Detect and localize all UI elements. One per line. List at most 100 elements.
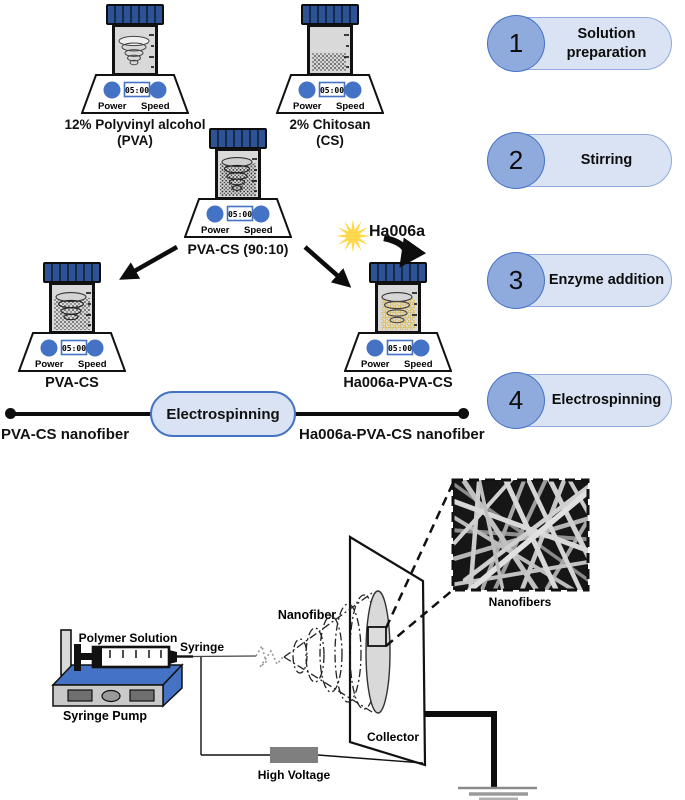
electrospinning-pill: Electrospinning <box>150 391 296 437</box>
power-label: Power <box>98 101 127 112</box>
station-label: 2% Chitosan (CS) <box>289 117 371 148</box>
sem-micrograph <box>453 480 588 590</box>
whipping-jet <box>255 643 284 668</box>
powder-graphic <box>312 34 349 71</box>
speed-label: Speed <box>78 359 107 370</box>
vial-body <box>49 282 95 334</box>
high-voltage-label: High Voltage <box>258 768 331 782</box>
sem-inset-border <box>451 478 590 592</box>
wire-to-collector <box>317 754 424 764</box>
vortex-graphic <box>118 34 154 68</box>
station-mix: 05:00 Power Speed PVA-CS (90:10) <box>143 128 333 258</box>
power-label: Power <box>293 101 322 112</box>
step-number-badge: 2 <box>487 132 545 189</box>
station-pvacs: 05:00 Power Speed PVA-CS <box>0 262 167 392</box>
power-label: Power <box>201 225 230 236</box>
vial-cap <box>301 4 359 25</box>
step-label: Enzyme addition <box>548 272 665 289</box>
step-3-enzyme-addition: Enzyme addition 3 <box>487 252 672 309</box>
station-label: PVA-CS (90:10) <box>187 241 289 257</box>
speed-knob <box>149 81 167 99</box>
nanofiber-label: Nanofiber <box>278 608 336 622</box>
fiber-deposit <box>365 590 391 714</box>
station-pva: 05:00 Power Speed 12% Polyvinyl alcohol … <box>40 4 230 149</box>
pump-button <box>129 689 155 702</box>
timer-display: 05:00 <box>320 86 344 95</box>
power-knob <box>206 205 224 223</box>
speed-knob <box>412 339 430 357</box>
syringe-barrel <box>91 645 171 669</box>
stirrer-hotplate: 05:00 Power Speed <box>276 74 384 114</box>
timer-display: 05:00 <box>62 344 86 353</box>
stirrer-hotplate: 05:00 Power Speed <box>81 74 189 114</box>
timer-display: 05:00 <box>388 344 412 353</box>
step-4-electrospinning: Electrospinning 4 <box>487 372 672 429</box>
power-knob <box>366 339 384 357</box>
syringe-plunger <box>74 644 81 671</box>
step-number-badge: 1 <box>487 15 545 72</box>
sample-window <box>367 626 387 647</box>
station-cs: 05:00 Power Speed 2% Chitosan (CS) <box>235 4 425 149</box>
right-product-label: Ha006a-PVA-CS nanofiber <box>299 426 485 443</box>
vial-cap <box>369 262 427 283</box>
step-label: Solution preparation <box>566 26 647 61</box>
enzyme-addition-arrow <box>383 234 427 268</box>
power-knob <box>40 339 58 357</box>
station-label: PVA-CS <box>45 375 99 391</box>
vial-body <box>215 148 261 200</box>
speed-knob <box>344 81 362 99</box>
vial-icon <box>301 4 359 76</box>
step-2-stirring: Stirring 2 <box>487 132 672 189</box>
speed-label: Speed <box>404 359 433 370</box>
mixture-graphic <box>220 157 257 196</box>
vial-body <box>307 24 353 76</box>
vial-icon <box>43 262 101 334</box>
station-label: 12% Polyvinyl alcohol (PVA) <box>64 117 206 148</box>
syringe-label: Syringe <box>180 640 224 654</box>
vial-icon <box>106 4 164 76</box>
pump-dial <box>101 689 121 703</box>
left-product-label: PVA-CS nanofiber <box>1 426 130 443</box>
high-voltage-box <box>270 747 318 763</box>
enzyme-mixture-graphic <box>381 292 417 330</box>
power-knob <box>298 81 316 99</box>
station-ha006a: 05:00 Power Speed Ha006a-PVA-CS <box>303 262 493 392</box>
timer-display: 05:00 <box>125 86 149 95</box>
speed-label: Speed <box>244 225 273 236</box>
vial-body <box>112 24 158 76</box>
speed-label: Speed <box>141 101 170 112</box>
enzyme-name-label: Ha006a <box>369 223 426 240</box>
step-label: Stirring <box>580 152 633 169</box>
syringe-needle-hub <box>169 650 177 664</box>
electrospinning-setup: High Voltage Syringe Pump Polymer Soluti… <box>51 478 590 800</box>
step-1-solution-preparation: Solution preparation 1 <box>487 15 672 72</box>
step-number-badge: 4 <box>487 372 545 429</box>
jet-line <box>192 655 257 658</box>
syringe-pump-label: Syringe Pump <box>63 709 147 723</box>
vial-cap <box>43 262 101 283</box>
vial-icon <box>209 128 267 200</box>
step-label: Electrospinning <box>551 392 662 409</box>
power-label: Power <box>35 359 64 370</box>
step-number-badge: 3 <box>487 252 545 309</box>
power-knob <box>103 81 121 99</box>
station-label: Ha006a-PVA-CS <box>343 375 453 391</box>
stirrer-hotplate: 05:00 Power Speed <box>344 332 452 372</box>
vial-body <box>375 282 421 334</box>
stirrer-hotplate: 05:00 Power Speed <box>184 198 292 238</box>
speed-knob <box>86 339 104 357</box>
polymer-solution-label: Polymer Solution <box>79 631 178 645</box>
zoom-callout-line <box>384 482 455 629</box>
collector-label: Collector <box>367 730 419 744</box>
enzyme-star-icon <box>336 219 370 253</box>
timer-display: 05:00 <box>228 210 252 219</box>
power-label: Power <box>361 359 390 370</box>
ground-wire <box>424 711 497 788</box>
vial-icon <box>369 262 427 334</box>
vial-cap <box>106 4 164 25</box>
speed-knob <box>252 205 270 223</box>
vial-cap <box>209 128 267 149</box>
mixture-graphic <box>54 292 91 330</box>
nanofibers-inset-label: Nanofibers <box>489 595 552 609</box>
